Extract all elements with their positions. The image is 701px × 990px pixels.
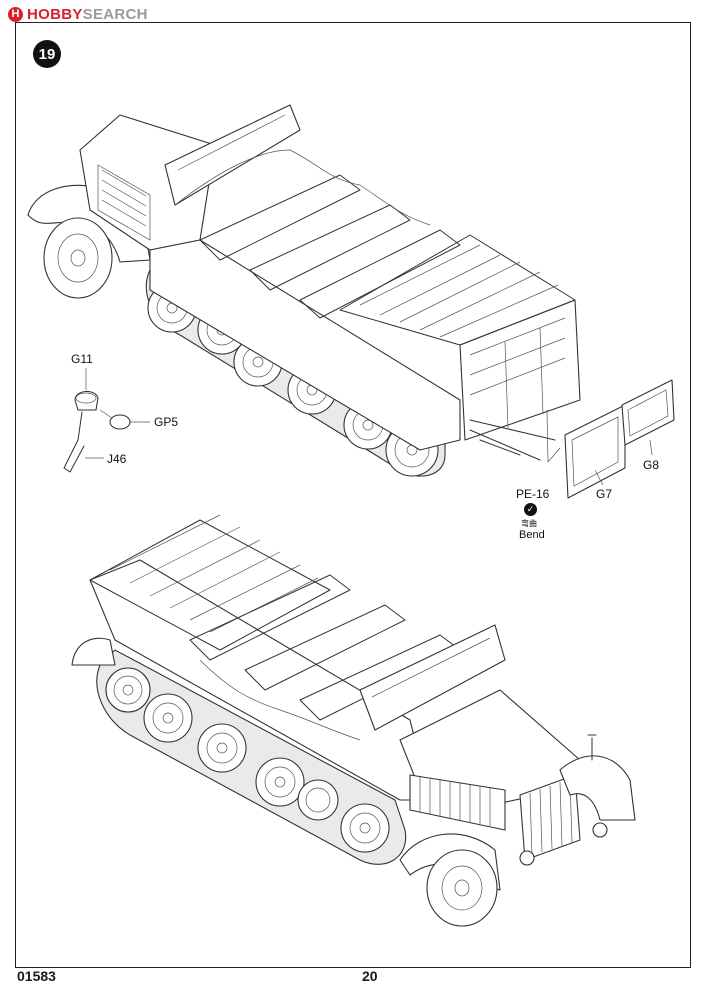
bend-icon: ✓ <box>524 503 537 516</box>
halftrack-top-view <box>27 104 581 477</box>
top-tow-bar <box>469 419 556 461</box>
watermark: H HOBBYSEARCH <box>8 5 148 23</box>
bottom-front-grille <box>519 774 581 861</box>
step-number-badge: 19 <box>33 40 61 68</box>
part-label-j46: J46 <box>107 452 127 466</box>
kit-number: 01583 <box>17 968 56 984</box>
g11-subassembly <box>63 368 150 473</box>
watermark-text: HOBBYSEARCH <box>27 5 148 23</box>
bend-label-english: Bend <box>519 529 545 541</box>
part-label-pe16: PE-16 <box>516 487 550 501</box>
part-label-g7: G7 <box>596 487 613 501</box>
plate-g7 <box>564 404 626 499</box>
part-label-gp5: GP5 <box>154 415 179 429</box>
watermark-logo: H <box>8 6 23 22</box>
bottom-cargo-rack <box>89 519 331 651</box>
bottom-windshield <box>359 624 506 731</box>
top-cargo-rack <box>339 234 576 346</box>
top-bench-seats <box>199 174 461 319</box>
part-label-g8: G8 <box>643 458 660 472</box>
bend-label-chinese: 弯曲 <box>521 519 537 528</box>
halftrack-bottom-view <box>71 514 636 927</box>
bottom-road-wheels <box>105 667 390 853</box>
part-label-g11: G11 <box>71 352 93 366</box>
page-frame <box>15 22 691 968</box>
plate-g8 <box>621 379 675 446</box>
bottom-side-grille <box>409 774 506 831</box>
top-windshield <box>164 104 301 206</box>
page-number: 20 <box>362 968 378 984</box>
